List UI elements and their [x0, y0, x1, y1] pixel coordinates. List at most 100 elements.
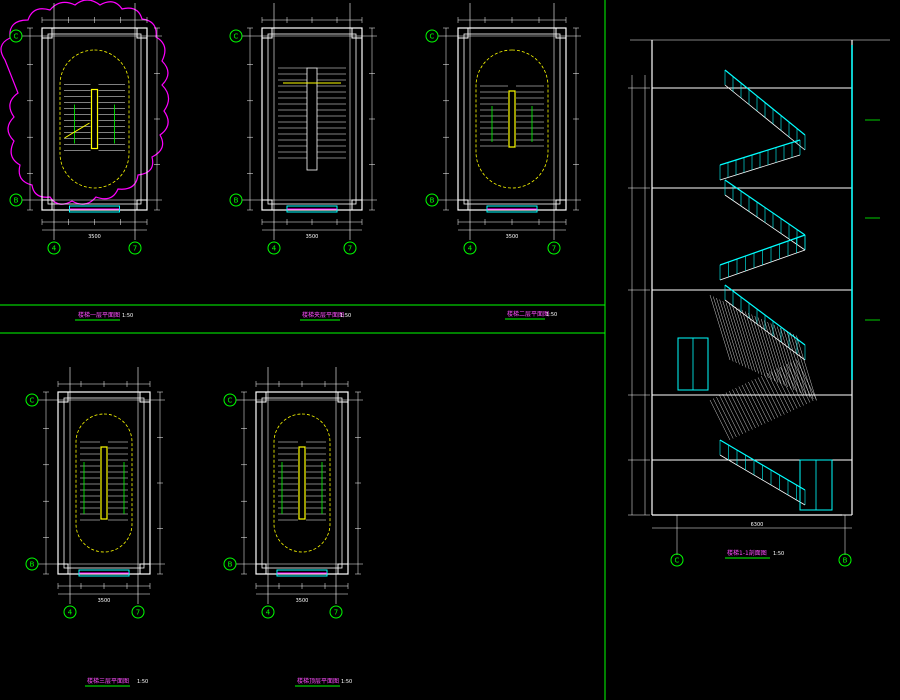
handrail-core [100, 446, 108, 520]
column [555, 199, 567, 211]
plan-title-1-group: 楼梯一层平面图 1:50 [75, 311, 133, 321]
axis-bubble-c: C [229, 29, 243, 43]
hatch-line [709, 294, 731, 361]
outer-wall [457, 27, 567, 211]
revision-cloud [0, 0, 170, 205]
plan-title-5-group: 楼梯顶层平面图 1:50 [295, 677, 352, 687]
hatch-line [709, 399, 731, 441]
hatch-line [748, 381, 769, 423]
hatch-line [767, 372, 788, 414]
handrail-core [508, 90, 516, 148]
hatch-line [757, 377, 779, 418]
svg-text:C: C [430, 33, 435, 41]
hatch-line [773, 324, 795, 391]
dim-text-width: 3500 [296, 598, 309, 604]
outer-wall [57, 391, 151, 575]
column [351, 199, 363, 211]
axis-bubble-7: 7 [329, 605, 343, 619]
hatch-line [725, 392, 747, 433]
column [136, 199, 148, 211]
hatch-line [713, 398, 734, 439]
axis-bubble-c: C [9, 29, 23, 43]
hatch-line [780, 327, 801, 394]
column [57, 563, 69, 575]
hatch-line [764, 320, 785, 386]
axis-bubble-b: B [425, 193, 439, 207]
hatch-line [729, 390, 750, 432]
section-cut-hatch [709, 294, 817, 441]
column [261, 27, 273, 39]
dim-text-width: 3500 [506, 234, 519, 240]
hatch-line [780, 366, 801, 408]
axis-bubble-4: 4 [463, 241, 477, 255]
axis-bubble-4: 4 [63, 605, 77, 619]
section-title-group: 楼梯1-1剖面图 1:50 [725, 549, 784, 559]
outer-wall [255, 391, 349, 575]
svg-text:B: B [430, 197, 435, 205]
landing-arc [273, 413, 331, 553]
column [41, 27, 53, 39]
plan-scale-5: 1:50 [341, 679, 352, 685]
inner-wall [267, 33, 357, 205]
svg-text:4: 4 [468, 245, 473, 253]
inner-wall [261, 397, 343, 569]
dim-text-width: 3500 [88, 234, 101, 240]
column [555, 27, 567, 39]
inner-wall [63, 397, 145, 569]
section-dim-text: 6300 [751, 522, 764, 528]
column [57, 391, 69, 403]
axis-bubble-b: B [9, 193, 23, 207]
hatch-line [741, 309, 763, 376]
hatch-line [793, 360, 814, 402]
column [261, 199, 273, 211]
axis-bubble-4: 4 [267, 241, 281, 255]
hatch-line [738, 308, 759, 374]
column [41, 199, 53, 211]
hatch-line [757, 317, 779, 383]
plan-scale-3: 1:50 [546, 312, 557, 318]
section-title: 楼梯1-1剖面图 [727, 549, 767, 557]
svg-text:4: 4 [68, 609, 73, 617]
dim-text-width: 3500 [306, 234, 319, 240]
hatch-line [764, 374, 785, 415]
plan-title-3: 楼梯二层平面图 [507, 310, 549, 318]
axis-bubble-b: B [223, 557, 237, 571]
hatch-line [796, 359, 817, 400]
svg-text:7: 7 [136, 609, 140, 617]
column [337, 563, 349, 575]
outer-wall [261, 27, 363, 211]
hatch-line [777, 326, 798, 392]
landing-arc [475, 49, 549, 189]
column [457, 27, 469, 39]
hatch-line [738, 386, 759, 427]
hatch-line [722, 393, 743, 435]
svg-text:4: 4 [272, 245, 277, 253]
plan-scale-4: 1:50 [137, 679, 148, 685]
hatch-line [777, 368, 798, 409]
stair-plan-5: 3500 C B 4 7 [223, 367, 363, 619]
plan-title-2: 楼梯夹层平面图 [302, 311, 344, 319]
column [139, 563, 151, 575]
plan-title-5: 楼梯顶层平面图 [297, 677, 339, 685]
hatch-line [722, 300, 743, 367]
axis-bubble-7: 7 [131, 605, 145, 619]
hatch-line [789, 332, 811, 398]
axis-bubble-b: B [229, 193, 243, 207]
hatch-line [719, 299, 740, 365]
inner-wall [463, 33, 561, 205]
svg-text:4: 4 [266, 609, 271, 617]
plan-title-2-group: 楼梯夹层平面图 1:50 [300, 311, 351, 321]
plan-title-4: 楼梯三层平面图 [87, 677, 129, 685]
axis-bubble-c: C [223, 393, 237, 407]
center-wall [306, 67, 318, 171]
axis-bubble-c: C [425, 29, 439, 43]
column [337, 391, 349, 403]
svg-text:B: B [234, 197, 239, 205]
hatch-line [796, 335, 817, 401]
plan-title-3-group: 楼梯二层平面图 1:50 [505, 310, 557, 320]
svg-text:7: 7 [334, 609, 338, 617]
handrail-core [298, 446, 306, 520]
